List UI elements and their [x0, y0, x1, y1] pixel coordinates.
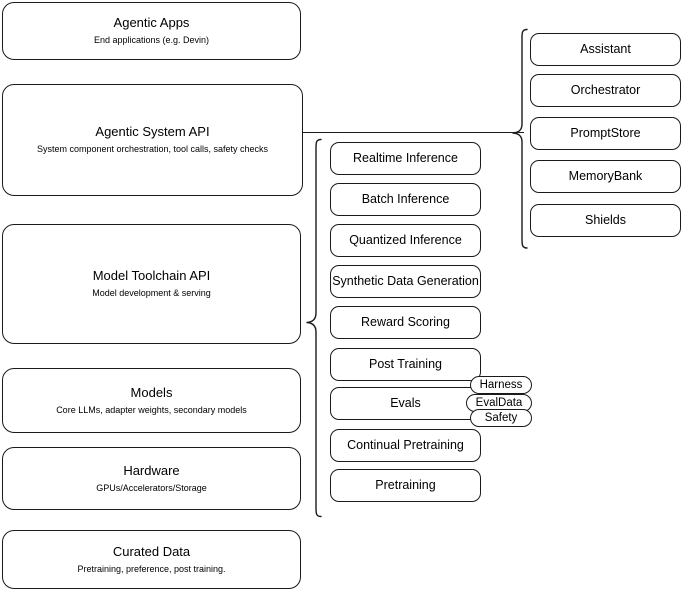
agentic-label: Shields: [585, 213, 626, 227]
evals-pill-safety[interactable]: Safety: [470, 409, 532, 427]
toolchain-label: Batch Inference: [361, 192, 450, 206]
toolchain-box-pretraining[interactable]: Pretraining: [330, 469, 481, 502]
toolchain-label: Pretraining: [375, 478, 436, 492]
evals-pill-label: Harness: [479, 378, 523, 391]
agentic-box-orchestrator[interactable]: Orchestrator: [530, 74, 681, 107]
toolchain-box-evals[interactable]: Evals: [330, 387, 481, 420]
agentic-box-shields[interactable]: Shields: [530, 204, 681, 237]
layer-subtitle: GPUs/Accelerators/Storage: [96, 482, 207, 493]
toolchain-label: Synthetic Data Generation: [332, 274, 479, 288]
agentic-box-assistant[interactable]: Assistant: [530, 33, 681, 66]
toolchain-label: Post Training: [369, 357, 442, 371]
layer-subtitle: System component orchestration, tool cal…: [36, 144, 269, 154]
layer-subtitle: End applications (e.g. Devin): [93, 35, 210, 45]
brace-model-toolchain: [306, 138, 322, 518]
toolchain-box-quantized-inference[interactable]: Quantized Inference: [330, 224, 481, 257]
layer-box-model-toolchain-api[interactable]: Model Toolchain API Model development & …: [2, 224, 301, 344]
evals-pill-label: Safety: [484, 411, 518, 424]
toolchain-box-synthetic-data-generation[interactable]: Synthetic Data Generation: [330, 265, 481, 298]
toolchain-label: Continual Pretraining: [347, 438, 464, 452]
toolchain-box-realtime-inference[interactable]: Realtime Inference: [330, 142, 481, 175]
layer-title: Agentic System API: [95, 124, 210, 139]
toolchain-label: Realtime Inference: [353, 151, 458, 165]
evals-pill-harness[interactable]: Harness: [470, 376, 532, 394]
agentic-label: Orchestrator: [570, 83, 641, 97]
toolchain-label: Evals: [390, 396, 421, 410]
layer-title: Agentic Apps: [113, 15, 190, 30]
layer-title: Hardware: [123, 462, 180, 478]
toolchain-box-reward-scoring[interactable]: Reward Scoring: [330, 306, 481, 339]
agentic-label: PromptStore: [570, 126, 641, 140]
layer-box-agentic-system-api[interactable]: Agentic System API System component orch…: [2, 84, 303, 196]
connector-line-agentic-system-api: [303, 132, 524, 134]
layer-title: Curated Data: [112, 543, 191, 559]
agentic-label: MemoryBank: [568, 169, 643, 183]
layer-subtitle: Model development & serving: [92, 288, 211, 298]
layer-subtitle: Core LLMs, adapter weights, secondary mo…: [56, 404, 247, 415]
brace-agentic-system: [512, 28, 528, 250]
toolchain-box-post-training[interactable]: Post Training: [330, 348, 481, 381]
agentic-box-promptstore[interactable]: PromptStore: [530, 117, 681, 150]
layer-box-agentic-apps[interactable]: Agentic Apps End applications (e.g. Devi…: [2, 2, 301, 60]
layer-subtitle: Pretraining, preference, post training.: [77, 563, 226, 574]
layer-box-curated-data[interactable]: Curated Data Pretraining, preference, po…: [2, 530, 301, 589]
layer-title: Models: [130, 384, 173, 400]
toolchain-label: Reward Scoring: [361, 315, 450, 329]
evals-pill-label: EvalData: [475, 396, 523, 409]
agentic-box-memorybank[interactable]: MemoryBank: [530, 160, 681, 193]
layer-title: Model Toolchain API: [92, 268, 211, 283]
toolchain-box-batch-inference[interactable]: Batch Inference: [330, 183, 481, 216]
toolchain-box-continual-pretraining[interactable]: Continual Pretraining: [330, 429, 481, 462]
layer-box-models[interactable]: Models Core LLMs, adapter weights, secon…: [2, 368, 301, 433]
layer-box-hardware[interactable]: Hardware GPUs/Accelerators/Storage: [2, 447, 301, 510]
toolchain-label: Quantized Inference: [349, 233, 462, 247]
agentic-label: Assistant: [580, 42, 631, 56]
